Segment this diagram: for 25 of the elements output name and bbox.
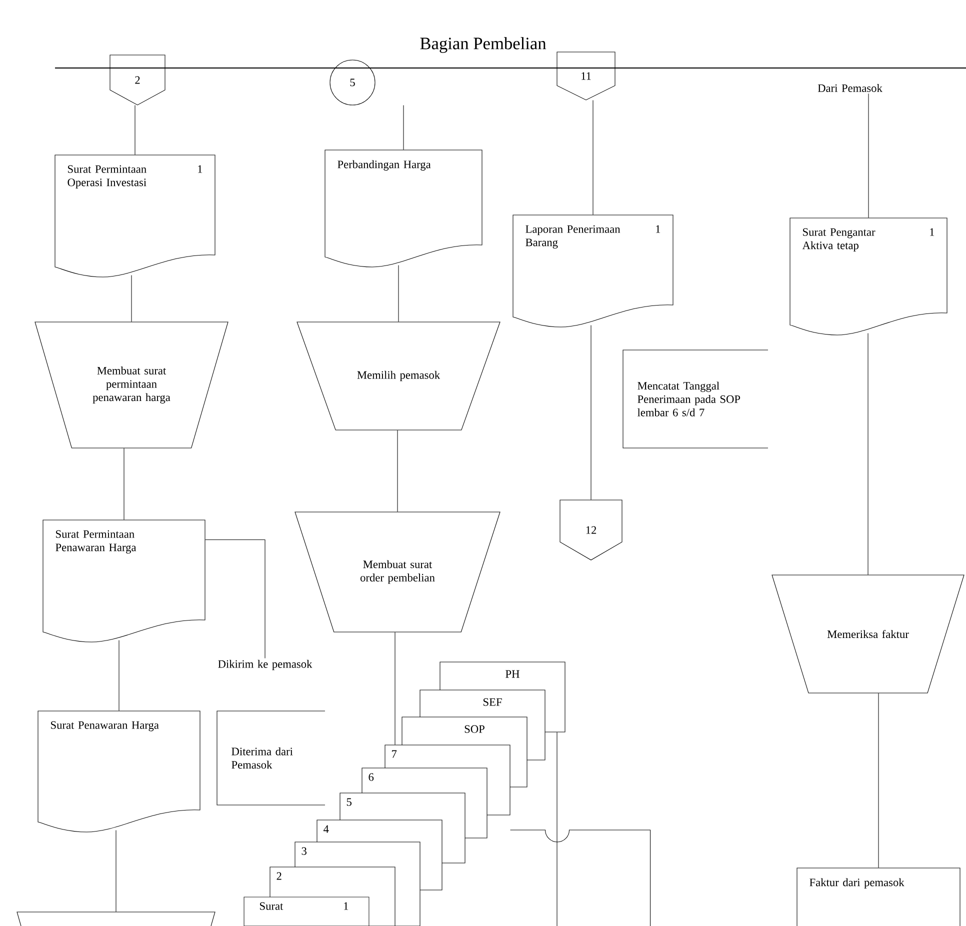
connector-line: [868, 93, 869, 218]
connector-line: [403, 105, 404, 150]
flow-text: Dikirim ke pemasok: [218, 660, 312, 670]
connector-line: [394, 632, 396, 746]
annotation: Mencatat Tanggal Penerimaan pada SOP lembar 6 s/d 7: [622, 350, 768, 448]
connector-line: [131, 275, 132, 322]
connector-line: [398, 265, 399, 322]
connector-line: [592, 100, 594, 216]
offpage-connector: 12: [560, 500, 622, 560]
connector-line: [590, 325, 592, 500]
connector-line: [205, 539, 266, 659]
flow-text: Dari Pemasok: [818, 84, 882, 92]
connector-line: [118, 640, 120, 712]
connector-line: [556, 732, 558, 926]
annotation: Diterima dari Pemasok: [216, 710, 326, 806]
connector-line: [510, 830, 651, 926]
connector-line: [397, 430, 398, 512]
manual-operation-shape: [16, 912, 216, 926]
document-copy: Surat 1: [244, 896, 370, 926]
title: Bagian Pembelian: [420, 37, 546, 53]
connector-line: [878, 693, 879, 868]
offpage-connector: 2: [110, 54, 166, 106]
connector-line: [134, 105, 136, 155]
offpage-connector: 11: [556, 52, 616, 100]
node-label: 3: [302, 847, 306, 855]
